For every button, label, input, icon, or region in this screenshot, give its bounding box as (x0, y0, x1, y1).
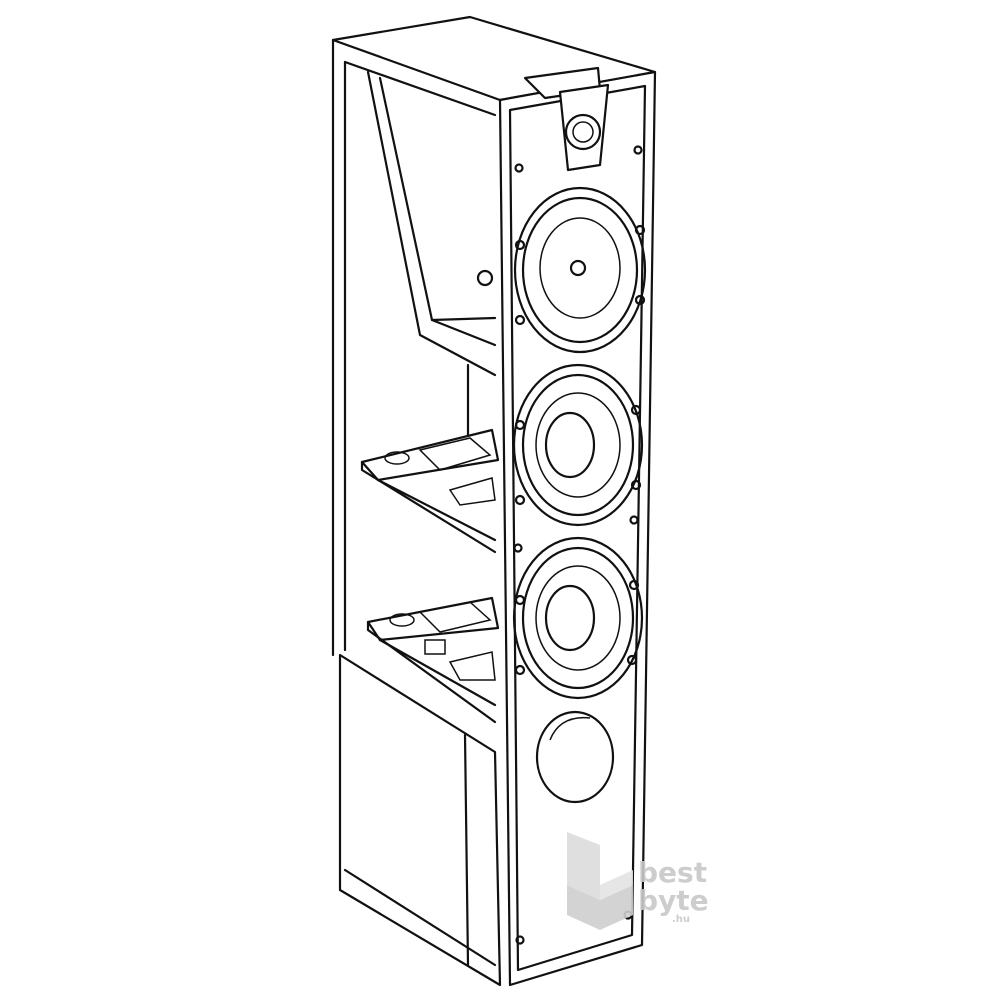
tweeter (523, 66, 610, 172)
bass-port (535, 710, 615, 804)
bestbyte-watermark-logo: best byte .hu (567, 832, 709, 930)
woofer-3 (512, 536, 644, 700)
watermark-domain: .hu (672, 914, 690, 925)
internal-brace-lower (366, 596, 500, 724)
speaker-lower-side-panel (338, 653, 502, 987)
woofer-1 (513, 186, 647, 354)
watermark-line1: best (638, 856, 707, 889)
woofer-2 (512, 363, 644, 527)
internal-brace-upper (360, 428, 500, 554)
watermark-line2: byte (638, 884, 709, 917)
